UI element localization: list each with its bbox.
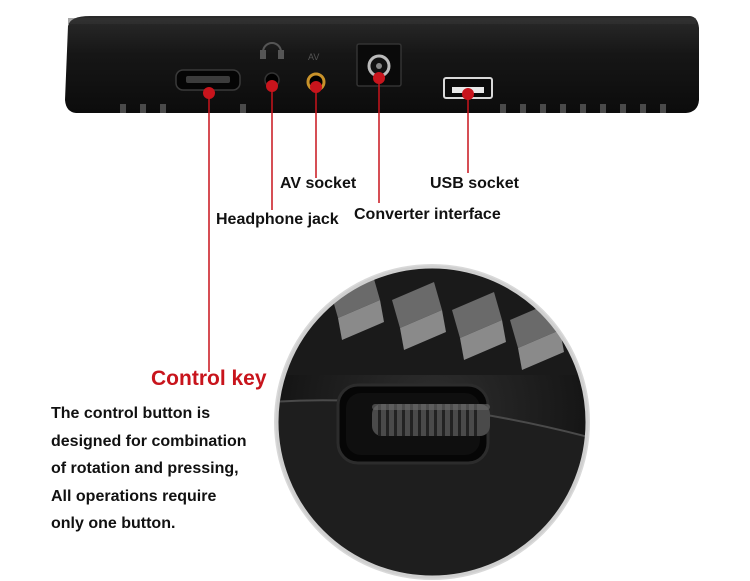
callout-lines: [208, 76, 469, 372]
description-line: of rotation and pressing,: [51, 460, 239, 477]
converter-interface-label: Converter interface: [354, 206, 501, 223]
description-line: designed for combination: [51, 432, 247, 450]
zoom-detail: [274, 264, 590, 580]
usb-socket-label: USB socket: [430, 175, 519, 192]
description-line: All operations require: [51, 487, 217, 505]
av-port-marking: AV: [308, 52, 319, 62]
headphone-icon: [260, 42, 284, 59]
description-line: The control button is: [51, 405, 211, 422]
control-key-title: Control key: [151, 367, 267, 390]
av-socket-label: AV socket: [280, 175, 357, 192]
callout-dots: [203, 72, 474, 100]
description-line: only one button.: [51, 515, 176, 532]
control-wheel-slot: [175, 69, 241, 91]
control-key-description: The control button is designed for combi…: [51, 400, 247, 538]
control-wheel: [372, 404, 490, 436]
vent-slots: [120, 104, 666, 113]
headphone-jack-label: Headphone jack: [216, 211, 339, 228]
